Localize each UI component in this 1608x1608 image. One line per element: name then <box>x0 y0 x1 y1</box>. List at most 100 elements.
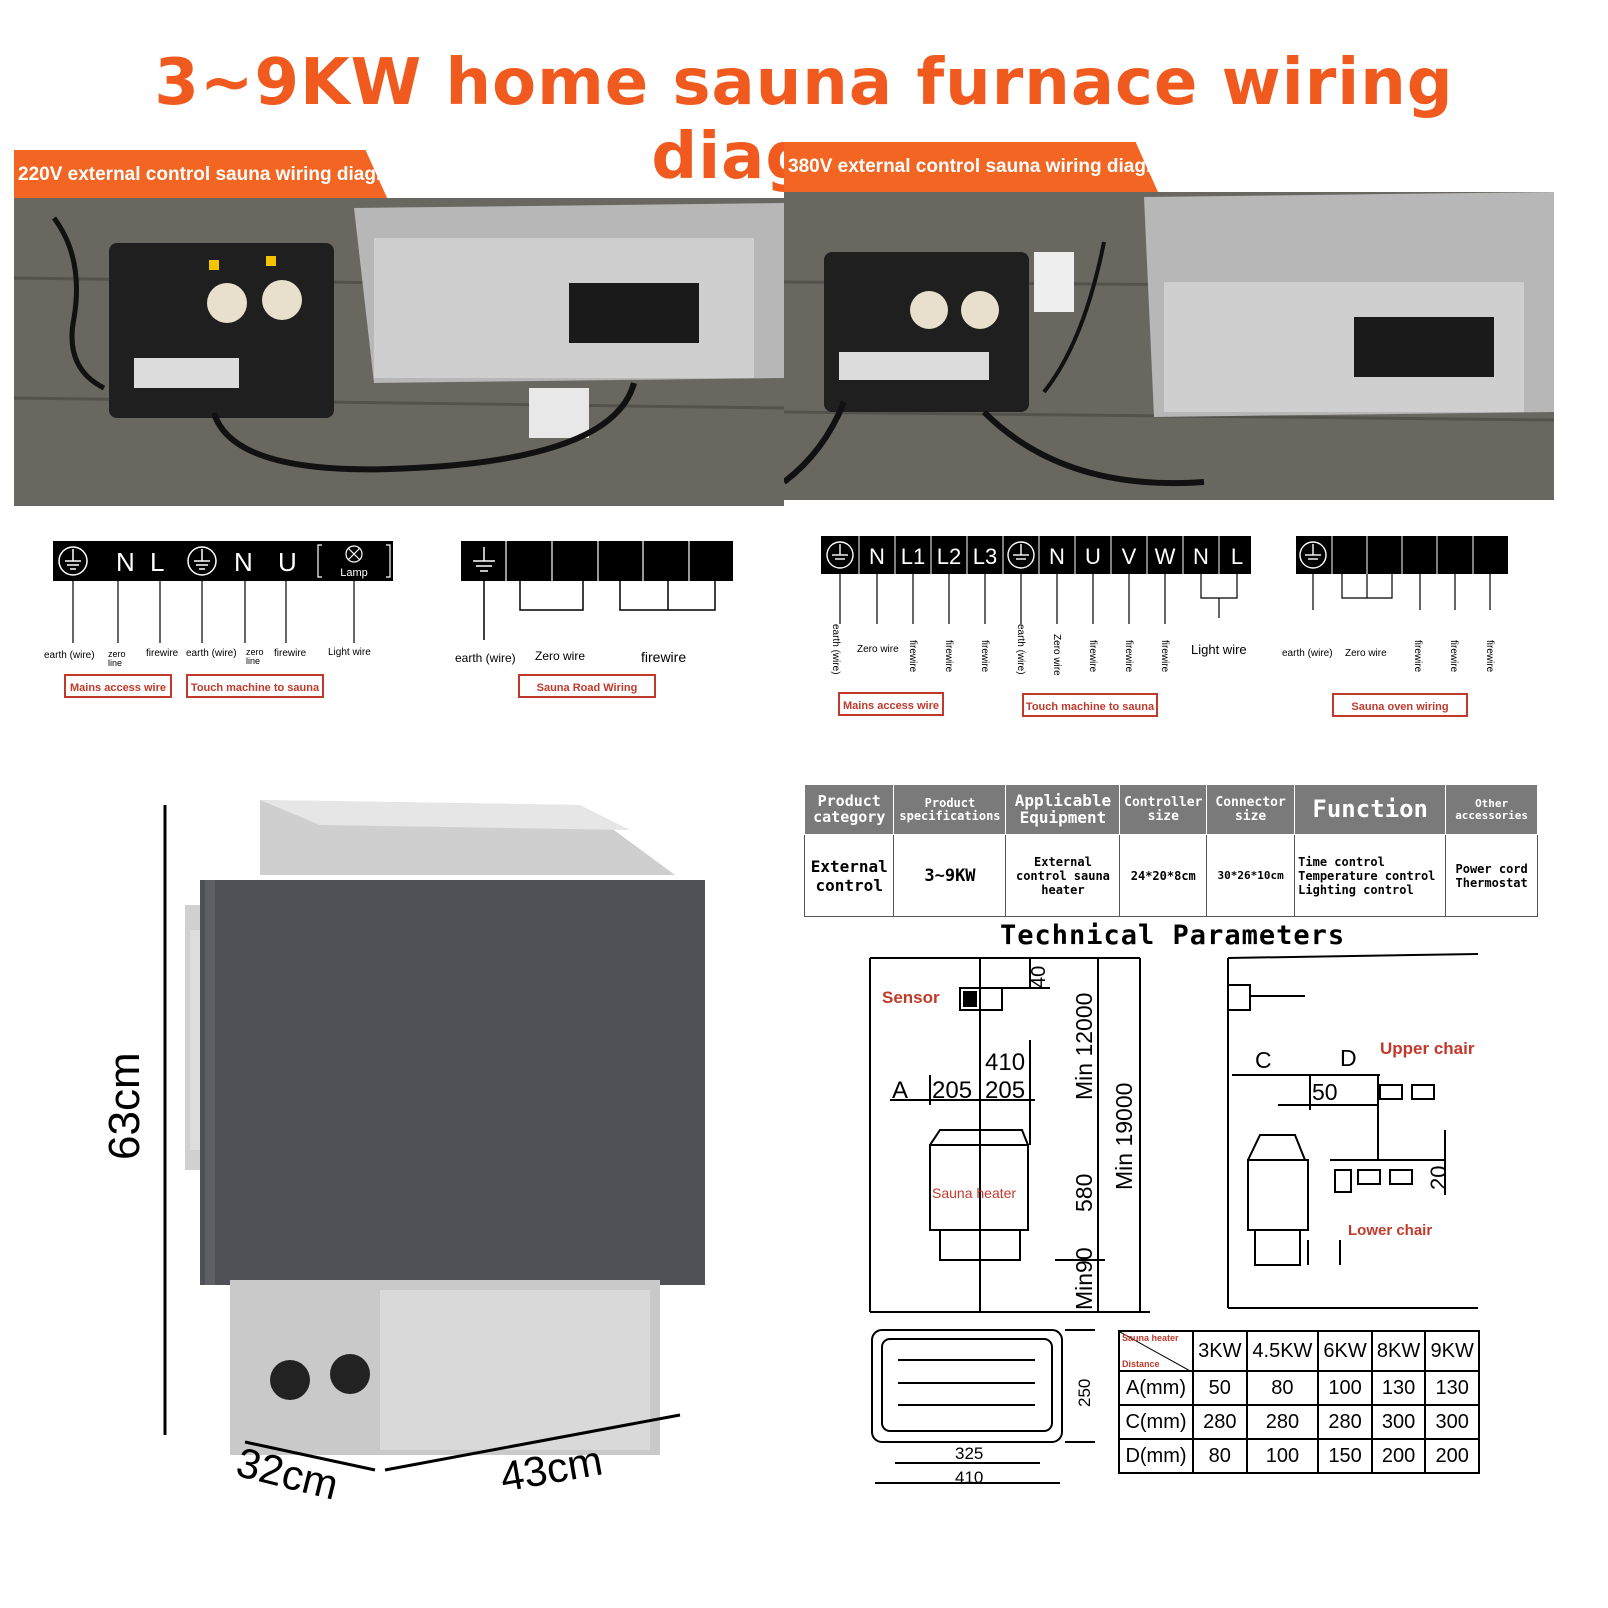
terminal-label: L <box>1231 544 1243 569</box>
dim-label: A <box>892 1077 908 1104</box>
table-cell: 130 <box>1424 1370 1480 1406</box>
table-cell: 50 <box>1192 1370 1248 1406</box>
lower-chair-label: Lower chair <box>1348 1222 1432 1239</box>
distance-table-corner: Sauna heater Distance <box>1118 1330 1194 1372</box>
photo-220v-illustration <box>14 198 784 506</box>
wire-label: Zero wire <box>1051 634 1062 676</box>
terminal-block-380v-mains: N L1 L2 L3 N U V W N L <box>821 536 1251 574</box>
width-dimension-line <box>384 1413 681 1472</box>
terminal-label: L1 <box>901 544 925 569</box>
table-cell: 100 <box>1245 1438 1320 1474</box>
distance-table: Sauna heater Distance 3KW 4.5KW 6KW 8KW … <box>1118 1330 1480 1474</box>
table-cell: 280 <box>1317 1404 1373 1440</box>
banner-380v: 380V external control sauna wiring diagr… <box>784 142 1158 192</box>
earth-icon <box>187 546 217 576</box>
wire-label: firewire <box>943 640 954 673</box>
terminal-label: N <box>1049 544 1065 569</box>
earth-icon <box>1299 541 1327 569</box>
spec-cell: External control sauna heater <box>1005 834 1121 917</box>
upper-chair-label: Upper chair <box>1380 1039 1475 1058</box>
terminal-label: N <box>869 544 885 569</box>
spec-header: Product category <box>803 784 895 835</box>
group-label: Touch machine to sauna <box>1022 693 1158 717</box>
wire-label: earth (wire) <box>44 650 95 661</box>
corner-top-label: Sauna heater <box>1122 1333 1179 1343</box>
row-label: D(mm) <box>1118 1438 1194 1474</box>
sensor-label: Sensor <box>882 988 940 1007</box>
table-cell: 80 <box>1245 1370 1320 1406</box>
spec-header: Other accessories <box>1445 784 1538 835</box>
group-label: Mains access wire <box>838 692 944 716</box>
column-header: 8KW <box>1370 1330 1427 1372</box>
spec-cell: 30*26*10cm <box>1206 834 1296 917</box>
earth-icon <box>826 541 854 569</box>
terminal-block-220v-sauna <box>461 541 733 640</box>
wire-label: Zero wire <box>535 649 586 663</box>
spec-header: Function <box>1294 784 1447 835</box>
wire-label: earth (wire) <box>186 648 237 659</box>
wire-labels-380v-sauna: firewire firewire firewire <box>1412 640 1495 673</box>
dim-label: 20 <box>1426 1166 1451 1190</box>
table-cell: 150 <box>1317 1438 1373 1474</box>
table-cell: 200 <box>1424 1438 1480 1474</box>
table-cell: 100 <box>1317 1370 1373 1406</box>
earth-icon <box>473 547 495 572</box>
terminal-block-220v-mains: N L N U Lamp <box>53 541 393 643</box>
terminal-block-380v-sauna <box>1296 536 1508 610</box>
spec-header: Product specifications <box>893 784 1007 835</box>
wire-label: firewire <box>1159 640 1170 673</box>
wire-label: earth (wire) <box>455 651 516 665</box>
spec-header: Applicable Equipment <box>1005 784 1121 835</box>
terminal-label: W <box>1155 544 1176 569</box>
column-header: 3KW <box>1192 1330 1248 1372</box>
spec-cell: 24*20*8cm <box>1119 834 1208 917</box>
dim-label: 580 <box>1071 1174 1097 1212</box>
dim-label: Min 19000 <box>1111 1083 1137 1190</box>
wire-label: Light wire <box>1191 642 1247 657</box>
table-cell: 300 <box>1424 1404 1480 1440</box>
corner-bottom-label: Distance <box>1122 1359 1160 1369</box>
dim-label: 205 <box>985 1077 1025 1104</box>
column-header: 4.5KW <box>1245 1330 1320 1372</box>
wire-label: firewire <box>274 648 307 659</box>
earth-icon <box>58 546 88 576</box>
tech-drawing-left: Sensor 40 410 A 205 205 Min 12000 Min 19… <box>869 957 1150 1313</box>
sauna-heater-product <box>163 800 705 1472</box>
terminal-label: L <box>150 547 164 577</box>
table-cell: 280 <box>1192 1404 1248 1440</box>
spec-cell: 3~9KW <box>893 834 1007 917</box>
corner-diagonal <box>1120 1332 1192 1372</box>
wire-label: earth (wire) <box>830 624 841 675</box>
wire-labels-380v-mains: earth (wire) Zero wire firewire firewire… <box>830 624 1247 676</box>
column-header: 6KW <box>1317 1330 1373 1372</box>
wire-label: earth (wire) <box>1015 624 1026 675</box>
row-label: C(mm) <box>1118 1404 1194 1440</box>
tech-drawing-right: C D 50 Upper chair Lower chair 20 <box>1227 953 1479 1309</box>
group-label: Sauna oven wiring <box>1332 693 1468 717</box>
photo-220v <box>14 198 784 506</box>
spec-table: Product category Product specifications … <box>803 784 1538 917</box>
terminal-label: N <box>1193 544 1209 569</box>
tech-title: Technical Parameters <box>1000 920 1346 951</box>
dim-label: 205 <box>932 1077 972 1104</box>
lamp-icon <box>317 544 391 578</box>
group-label: Sauna Road Wiring <box>518 674 656 698</box>
table-cell: 280 <box>1245 1404 1320 1440</box>
wire-label: firewire <box>1412 640 1423 673</box>
tech-drawing-top-view: 250 325 410 <box>871 1329 1095 1487</box>
depth-dimension-line <box>244 1440 376 1472</box>
terminal-label: N <box>116 547 135 577</box>
wire-label: Light wire <box>328 647 371 658</box>
spec-cell: External control <box>803 834 895 917</box>
photo-380v <box>784 192 1554 500</box>
wire-label: zero line <box>108 649 126 668</box>
wire-label: firewire <box>1484 640 1495 673</box>
wire-label: firewire <box>979 640 990 673</box>
table-cell: 80 <box>1192 1438 1248 1474</box>
wire-label: Zero wire <box>857 644 899 655</box>
table-cell: 200 <box>1370 1438 1427 1474</box>
wire-label: firewire <box>146 648 179 659</box>
dim-label: 250 <box>1075 1379 1094 1407</box>
group-label: Touch machine to sauna <box>186 674 324 698</box>
wire-label: firewire <box>1087 640 1098 673</box>
